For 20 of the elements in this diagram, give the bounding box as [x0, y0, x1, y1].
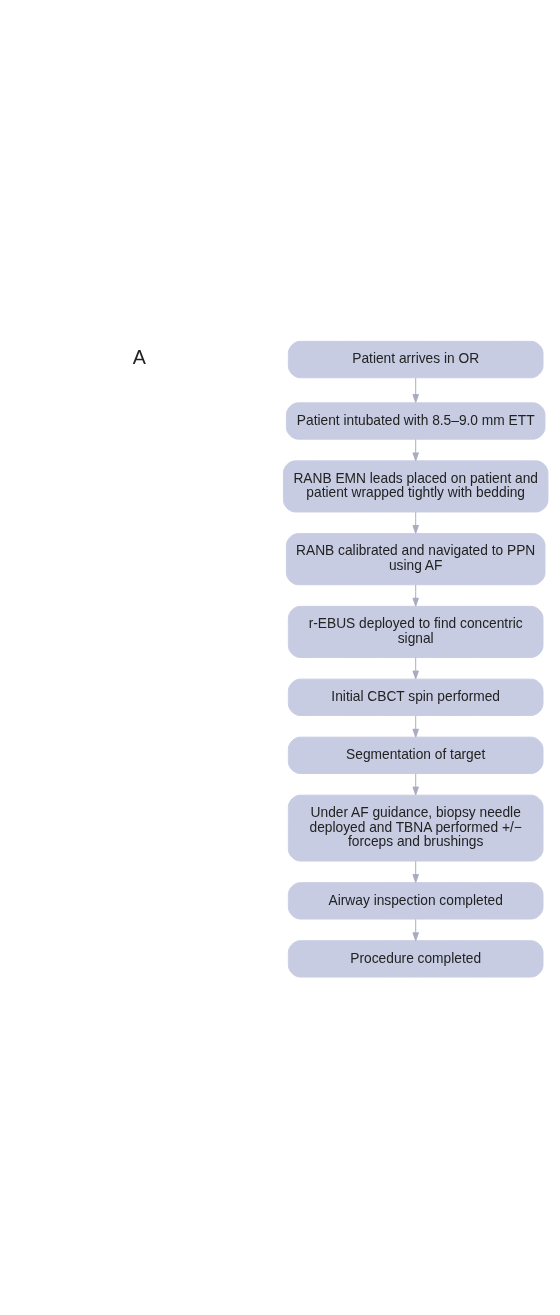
node-box: Under AF guidance, biopsy needle deployed and TBNA performed +/− forceps and brushings — [287, 794, 544, 862]
node-box: r-EBUS deployed to find concentric signal — [287, 605, 544, 658]
arrow — [412, 860, 419, 883]
node-box: Initial CBCT spin performed — [287, 678, 544, 716]
arrow — [412, 377, 419, 403]
arrow — [412, 715, 419, 738]
arrow — [412, 657, 419, 680]
label: A — [132, 346, 146, 369]
arrow — [412, 438, 419, 462]
arrow — [412, 584, 419, 607]
arrow — [412, 918, 419, 942]
node-box: Segmentation of target — [287, 736, 544, 774]
arrow — [412, 511, 419, 534]
arrow — [412, 773, 419, 796]
node-box: Patient arrives in OR — [287, 340, 544, 379]
node-box: RANB calibrated and navigated to PPN using AF — [285, 533, 546, 586]
node-box: Airway inspection completed — [287, 882, 544, 920]
node-box: Procedure completed — [287, 940, 544, 978]
node-box: RANB EMN leads placed on patient and patient wrapped tightly with bedding — [282, 460, 549, 513]
node-box: Patient intubated with 8.5–9.0 mm ETT — [285, 402, 546, 440]
